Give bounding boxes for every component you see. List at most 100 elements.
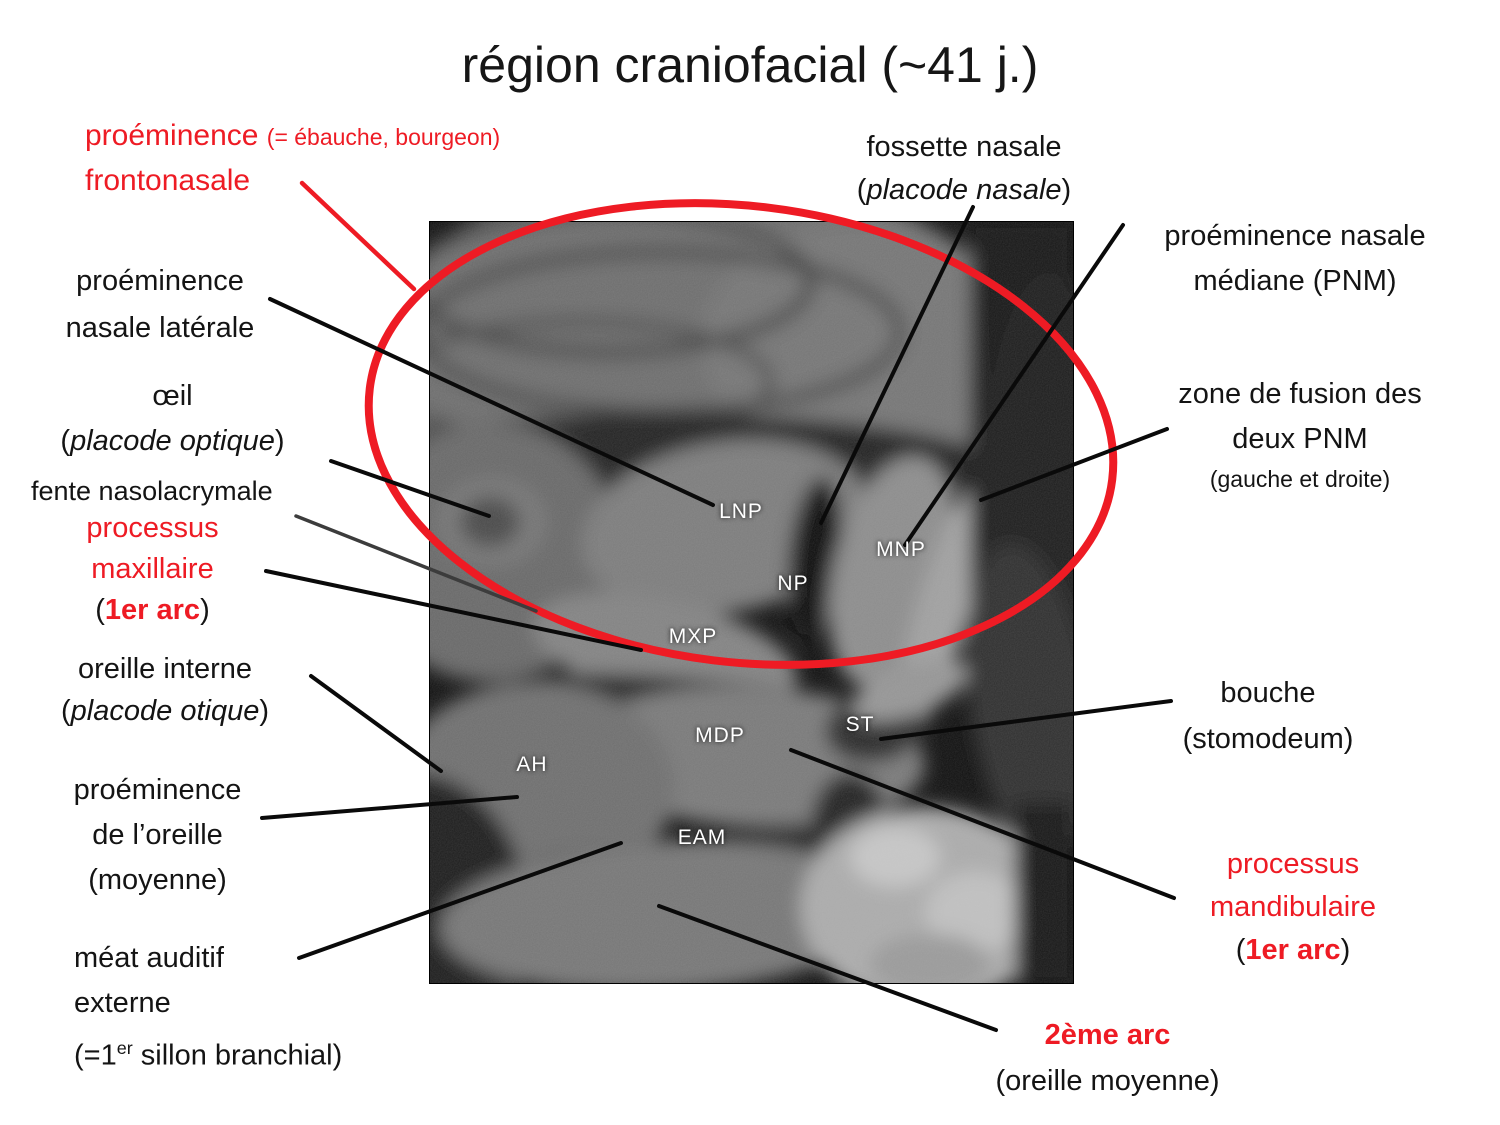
paren: )	[200, 594, 210, 626]
maxillaire-line2: maxillaire	[91, 553, 214, 585]
photo-label-eam: EAM	[677, 826, 727, 849]
annotation-line: (stomodeum)	[1118, 716, 1418, 762]
deuxieme-arc-line1: 2ème arc	[1044, 1019, 1171, 1051]
annotation-line: (placode nasale)	[814, 169, 1114, 212]
annotation-fente-nasolacrymale: fente nasolacrymale	[31, 470, 273, 513]
annotation-pnm: proéminence nasale médiane (PNM)	[1130, 214, 1460, 304]
annotation-processus-mandibulaire: processus mandibulaire (1er arc)	[1143, 843, 1443, 972]
photo-label-mxp: MXP	[668, 625, 718, 648]
annotation-oeil: œil (placode optique)	[25, 374, 320, 464]
mandibulaire-line2: mandibulaire	[1209, 891, 1377, 923]
annotation-bouche: bouche (stomodeum)	[1118, 670, 1418, 762]
annotation-line: fente nasolacrymale	[31, 470, 273, 513]
annotation-line: (=1er sillon branchial)	[74, 1026, 342, 1079]
annotation-zone-fusion: zone de fusion des deux PNM (gauche et d…	[1150, 372, 1450, 496]
photo-label-np: NP	[777, 572, 809, 595]
annotation-fossette-nasale: fossette nasale (placode nasale)	[814, 126, 1114, 212]
nasale-laterale-line1: proéminence	[76, 265, 244, 297]
maxillaire-line1: processus	[86, 512, 219, 544]
frontonasale-term2: frontonasale	[85, 164, 251, 197]
mandibulaire-line1: processus	[1226, 848, 1360, 880]
annotation-line: fossette nasale	[814, 126, 1114, 169]
oeil-line1: œil	[152, 380, 193, 412]
paren: )	[259, 695, 269, 727]
annotation-line: (1er arc)	[1143, 929, 1443, 972]
sem-photo	[290, 172, 1120, 1072]
annotation-line: processus	[25, 508, 280, 549]
annotation-line: frontonasale	[85, 159, 500, 203]
annotation-line: (oreille moyenne)	[955, 1058, 1260, 1104]
annotation-meat-auditif: méat auditif externe (=1er sillon branch…	[74, 936, 342, 1079]
photo-label-ah: AH	[516, 753, 548, 776]
annotation-line: zone de fusion des	[1150, 372, 1450, 417]
prominence-oreille-line3: (moyenne)	[88, 864, 227, 896]
meat-line3-post: sillon branchial)	[132, 1039, 343, 1072]
meat-line1: méat auditif	[74, 942, 224, 974]
annotation-line: 2ème arc	[955, 1012, 1260, 1058]
bouche-line2: (stomodeum)	[1182, 723, 1354, 755]
callout-oreille-interne-line	[309, 674, 443, 773]
annotation-line: nasale latérale	[20, 305, 300, 352]
prominence-oreille-line1: proéminence	[73, 774, 242, 806]
meat-line3-sup: er	[116, 1038, 133, 1058]
annotation-deuxieme-arc: 2ème arc (oreille moyenne)	[955, 1012, 1260, 1104]
paren: (	[1235, 934, 1246, 966]
oreille-interne-line1: oreille interne	[77, 653, 253, 685]
frontonasale-note: (= ébauche, bourgeon)	[266, 124, 501, 150]
annotation-line: (1er arc)	[25, 590, 280, 631]
photo-label-mdp: MDP	[695, 724, 745, 747]
annotation-line: proéminence nasale	[1130, 214, 1460, 259]
photo-label-st: ST	[845, 713, 875, 736]
deuxieme-arc-line2: (oreille moyenne)	[995, 1065, 1220, 1097]
annotation-line: œil	[25, 374, 320, 419]
annotation-nasale-laterale: proéminence nasale latérale	[20, 258, 300, 352]
oeil-latin: placode optique	[70, 425, 275, 457]
oreille-interne-latin: placode otique	[70, 695, 260, 727]
annotation-line: externe	[74, 981, 342, 1026]
zone-fusion-line3: (gauche et droite)	[1209, 466, 1391, 492]
annotation-line: de l’oreille	[30, 813, 285, 858]
annotation-line: proéminence (= ébauche, bourgeon)	[85, 114, 500, 159]
paren: (	[95, 594, 105, 626]
annotation-processus-maxillaire: processus maxillaire (1er arc)	[25, 508, 280, 631]
paren: (	[856, 174, 867, 206]
frontonasale-term: proéminence	[85, 119, 267, 152]
photo-label-mnp: MNP	[876, 538, 926, 561]
page-title: région craniofacial (~41 j.)	[461, 37, 1039, 93]
annotation-line: proéminence	[30, 768, 285, 813]
maxillaire-arc: 1er arc	[104, 594, 201, 626]
bouche-line1: bouche	[1220, 677, 1316, 709]
annotation-oreille-interne: oreille interne (placode otique)	[20, 648, 310, 732]
sem-photo-art	[290, 172, 1120, 1072]
annotation-line: (placode otique)	[20, 690, 310, 732]
annotation-line: oreille interne	[20, 648, 310, 690]
annotation-line: (moyenne)	[30, 858, 285, 903]
annotation-line: maxillaire	[25, 549, 280, 590]
fossette-latin: placode nasale	[866, 174, 1062, 206]
fente-line1: fente nasolacrymale	[31, 476, 273, 506]
paren: (	[60, 425, 71, 457]
paren: (	[61, 695, 71, 727]
photo-label-lnp: LNP	[719, 500, 763, 523]
annotation-line: bouche	[1118, 670, 1418, 716]
annotation-line: (placode optique)	[25, 419, 320, 464]
zone-fusion-line2: deux PNM	[1232, 423, 1368, 455]
pnm-line2: médiane (PNM)	[1193, 265, 1397, 297]
paren: )	[1340, 934, 1351, 966]
annotation-line: (gauche et droite)	[1150, 462, 1450, 496]
annotation-line: mandibulaire	[1143, 886, 1443, 929]
pnm-line1: proéminence nasale	[1164, 220, 1426, 252]
annotation-line: deux PNM	[1150, 417, 1450, 462]
annotation-frontonasale: proéminence (= ébauche, bourgeon) fronto…	[85, 114, 500, 203]
paren: )	[1061, 174, 1072, 206]
zone-fusion-line1: zone de fusion des	[1178, 378, 1422, 410]
meat-line2: externe	[74, 987, 171, 1019]
prominence-oreille-line2: de l’oreille	[92, 819, 223, 851]
annotation-prominence-oreille: proéminence de l’oreille (moyenne)	[30, 768, 285, 903]
meat-line3-pre: (=1	[74, 1039, 117, 1072]
annotation-line: processus	[1143, 843, 1443, 886]
annotation-line: méat auditif	[74, 936, 342, 981]
paren: )	[274, 425, 285, 457]
annotation-line: proéminence	[20, 258, 300, 305]
